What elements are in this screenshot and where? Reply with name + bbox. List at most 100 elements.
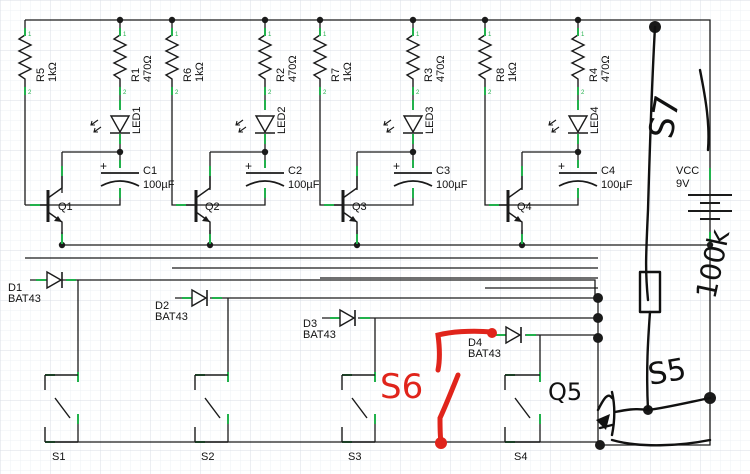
battery-vcc: VCC 9V — [676, 165, 732, 220]
diode-d1-ref: D1 — [8, 282, 22, 294]
transistor-q4-ref: Q4 — [517, 201, 532, 213]
diode-d3-ref: D3 — [303, 318, 317, 330]
pin-numbers: 1 2 1 2 1 2 1 2 1 2 1 2 1 2 1 2 — [28, 32, 585, 96]
capacitor-c3-polarity: + — [393, 159, 400, 173]
hand-q5-base — [613, 407, 650, 414]
transistor-q2: Q2 — [186, 176, 220, 234]
resistor-r6-value: 1kΩ — [194, 62, 206, 82]
led-4: LED4 — [548, 106, 601, 134]
led-2-ref: LED2 — [276, 106, 288, 134]
diode-d3-value: BAT43 — [303, 329, 336, 341]
resistor-r2: R2 470Ω — [257, 34, 299, 88]
capacitors: + C1 100µF + C2 100µF + C3 100µF + C4 10… — [100, 159, 633, 191]
resistor-r3-value: 470Ω — [435, 55, 447, 82]
transistor-q3: Q3 — [334, 176, 367, 234]
capacitor-c2-value: 100µF — [288, 179, 320, 191]
resistor-r8: R8 1kΩ — [477, 34, 519, 88]
battery-value: 9V — [676, 178, 690, 190]
switch-s1: S1 — [44, 374, 78, 463]
pin-number: 2 — [416, 90, 420, 96]
hand-q5-collector — [596, 394, 614, 412]
transistor-q1-ref: Q1 — [58, 201, 73, 213]
pin-number: 2 — [28, 90, 32, 96]
diode-d2-ref: D2 — [155, 300, 169, 312]
pin-number: 2 — [581, 90, 585, 96]
led-1: LED1 — [90, 106, 143, 134]
pin-number: 1 — [323, 32, 327, 38]
resistor-r5-value: 1kΩ — [47, 62, 59, 82]
switch-s3: S3 — [341, 374, 375, 463]
switches: S1 S2 S3 S4 — [44, 374, 540, 463]
pin-number: 1 — [581, 32, 585, 38]
pin-number: 2 — [123, 90, 127, 96]
resistor-r6: R6 1kΩ — [164, 34, 206, 88]
transistors: Q1 Q2 Q3 Q4 — [40, 176, 532, 234]
pin-number: 1 — [268, 32, 272, 38]
pin-number: 1 — [488, 32, 492, 38]
diodes: D1 BAT43 D2 BAT43 D3 BAT43 D4 BAT43 — [8, 270, 522, 360]
pin-number: 1 — [175, 32, 179, 38]
resistor-r7: R7 1kΩ — [312, 34, 354, 88]
pin-number: 1 — [123, 32, 127, 38]
transistor-q1: Q1 — [40, 176, 73, 234]
capacitor-c1-value: 100µF — [143, 179, 175, 191]
switch-s4-ref: S4 — [514, 451, 527, 463]
resistor-r2-value: 470Ω — [287, 55, 299, 82]
resistor-r8-ref: R8 — [495, 68, 507, 82]
resistor-r5: R5 1kΩ — [17, 34, 59, 88]
handwritten-labels: S7 100k Q5 S5 — [548, 92, 736, 406]
resistors: R5 1kΩ R1 470Ω R6 1kΩ R2 470Ω R7 1kΩ R3 … — [17, 34, 612, 88]
diode-d1-value: BAT43 — [8, 293, 41, 305]
pin-number: 2 — [268, 90, 272, 96]
leds: LED1 LED2 LED3 LED4 — [90, 106, 601, 134]
capacitor-c4-polarity: + — [558, 159, 565, 173]
pin-number: 2 — [175, 90, 179, 96]
capacitor-c3-ref: C3 — [436, 165, 450, 177]
label-s5: S5 — [645, 352, 689, 393]
led-3: LED3 — [383, 106, 436, 134]
label-s7: S7 — [641, 92, 688, 142]
resistor-r7-ref: R7 — [330, 68, 342, 82]
resistor-r4: R4 470Ω — [570, 34, 612, 88]
resistor-r3-ref: R3 — [423, 68, 435, 82]
battery-ref: VCC — [676, 165, 699, 177]
capacitor-c4-ref: C4 — [601, 165, 615, 177]
capacitor-c1-ref: C1 — [143, 165, 157, 177]
diode-d2-value: BAT43 — [155, 311, 188, 323]
resistor-r3: R3 470Ω — [405, 34, 447, 88]
pin-number: 2 — [488, 90, 492, 96]
switch-s2: S2 — [194, 374, 228, 463]
resistor-r1-value: 470Ω — [142, 55, 154, 82]
switch-s1-ref: S1 — [52, 451, 65, 463]
hand-s7-switch-lever — [698, 68, 710, 152]
pin-number: 1 — [28, 32, 32, 38]
led-2: LED2 — [235, 106, 288, 134]
transistor-q2-ref: Q2 — [205, 201, 220, 213]
diode-d4: D4 BAT43 — [468, 325, 522, 360]
transistor-q4: Q4 — [499, 176, 532, 234]
capacitor-c2-polarity: + — [245, 159, 252, 173]
diode-d2: D2 BAT43 — [155, 288, 208, 323]
label-s6: S6 — [380, 367, 423, 407]
capacitor-c1: + C1 100µF — [100, 159, 175, 191]
resistor-r4-ref: R4 — [588, 68, 600, 82]
resistor-r1: R1 470Ω — [112, 34, 154, 88]
resistor-r4-value: 470Ω — [600, 55, 612, 82]
label-q5: Q5 — [548, 378, 582, 406]
capacitor-c3-value: 100µF — [436, 179, 468, 191]
handwritten-additions — [596, 25, 712, 447]
resistor-r2-ref: R2 — [275, 68, 287, 82]
capacitor-c4-value: 100µF — [601, 179, 633, 191]
capacitor-c2-ref: C2 — [288, 165, 302, 177]
resistor-r7-value: 1kΩ — [342, 62, 354, 82]
switch-s2-ref: S2 — [201, 451, 214, 463]
diode-d4-value: BAT43 — [468, 348, 501, 360]
diode-d1: D1 BAT43 — [8, 270, 63, 305]
hand-wire-bottom — [610, 438, 712, 447]
pin-number: 1 — [416, 32, 420, 38]
capacitor-c1-polarity: + — [100, 159, 107, 173]
switch-s3-ref: S3 — [348, 451, 361, 463]
hand-wire-s5 — [646, 396, 712, 412]
